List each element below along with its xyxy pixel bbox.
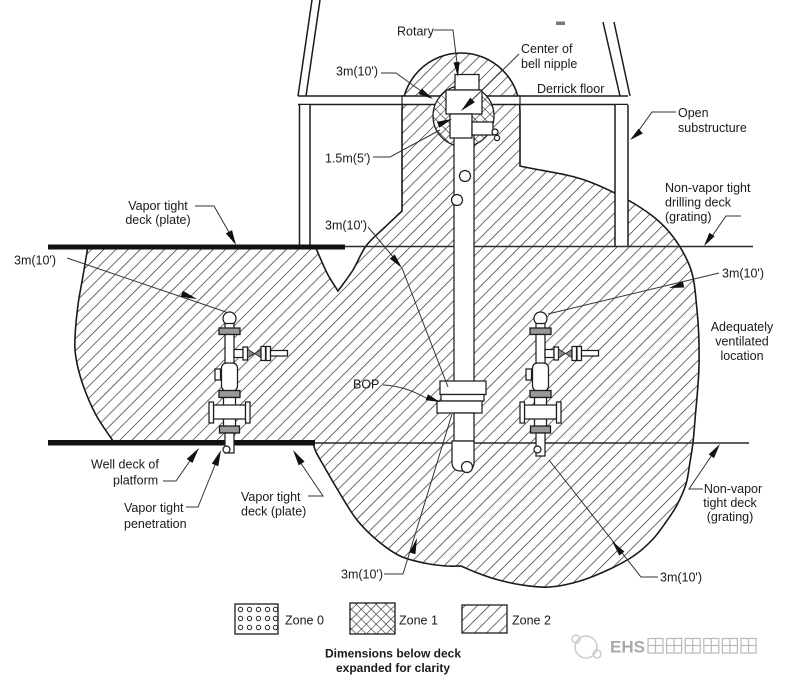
svg-text:Derrick floor: Derrick floor <box>537 82 604 96</box>
svg-text:Non-vapor tight: Non-vapor tight <box>665 181 751 195</box>
svg-text:substructure: substructure <box>678 121 747 135</box>
svg-text:Rotary: Rotary <box>397 25 435 39</box>
svg-text:tight deck: tight deck <box>703 496 757 510</box>
svg-text:ventilated: ventilated <box>715 335 769 349</box>
svg-text:Open: Open <box>678 106 709 120</box>
svg-text:3m(10'): 3m(10') <box>14 254 56 268</box>
svg-text:Zone 2: Zone 2 <box>512 614 551 628</box>
svg-text:EHS: EHS <box>610 638 645 657</box>
svg-text:location: location <box>720 349 763 363</box>
svg-text:3m(10'): 3m(10') <box>341 568 383 582</box>
svg-text:3m(10'): 3m(10') <box>325 219 367 233</box>
svg-text:penetration: penetration <box>124 517 187 531</box>
svg-text:(grating): (grating) <box>665 210 712 224</box>
svg-text:Non-vapor: Non-vapor <box>704 482 762 496</box>
svg-text:3m(10'): 3m(10') <box>722 267 764 281</box>
svg-text:Vapor tight: Vapor tight <box>124 501 184 515</box>
svg-text:(grating): (grating) <box>707 510 754 524</box>
svg-text:Well deck of: Well deck of <box>91 458 159 472</box>
svg-text:Zone 0: Zone 0 <box>285 614 324 628</box>
svg-text:Dimensions below deck: Dimensions below deck <box>325 647 461 661</box>
svg-text:3m(10'): 3m(10') <box>336 65 378 79</box>
svg-text:deck (plate): deck (plate) <box>125 213 190 227</box>
svg-text:BOP: BOP <box>353 378 379 392</box>
svg-text:expanded for clarity: expanded for clarity <box>336 661 450 675</box>
svg-text:drilling deck: drilling deck <box>665 196 732 210</box>
svg-text:Center of: Center of <box>521 42 573 56</box>
svg-text:1.5m(5'): 1.5m(5') <box>325 152 370 166</box>
svg-text:3m(10'): 3m(10') <box>660 571 702 585</box>
svg-text:platform: platform <box>113 474 158 488</box>
svg-text:Vapor tight: Vapor tight <box>241 490 301 504</box>
svg-text:Zone 1: Zone 1 <box>399 614 438 628</box>
svg-text:Vapor tight: Vapor tight <box>128 199 188 213</box>
svg-text:Adequately: Adequately <box>711 320 774 334</box>
svg-text:deck (plate): deck (plate) <box>241 505 306 519</box>
svg-text:bell nipple: bell nipple <box>521 57 577 71</box>
